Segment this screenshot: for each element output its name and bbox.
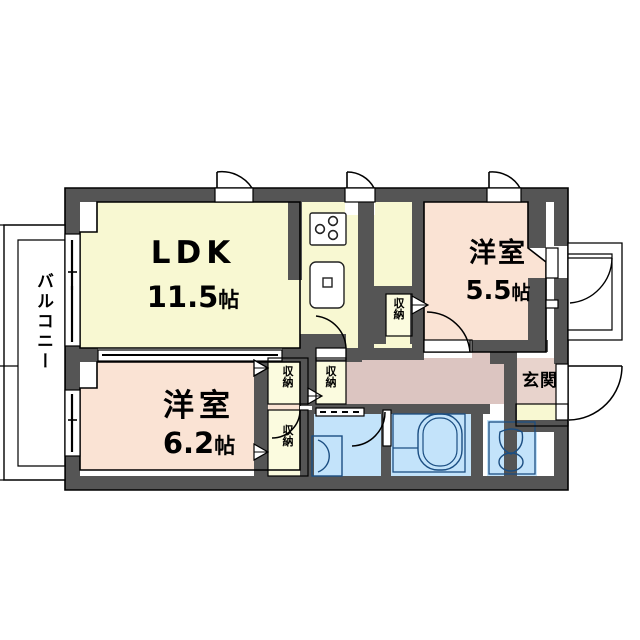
balcony-label: バルコニー [33,272,53,372]
window-bedroom-east [545,247,559,309]
stove-3-burner-icon [309,212,347,246]
wall-genkan-left [504,352,517,478]
wall-hall-top [346,348,424,360]
wall-closetn-left [374,286,386,344]
doors [214,170,623,447]
bedroom-east-size-value: 5.5 [465,276,512,306]
window-bedroom-west [64,389,81,457]
wall-closetn-top [374,286,414,294]
bathtub-icon [392,413,466,473]
door-bathroom [351,409,392,447]
wall-kitchen-left [288,202,302,280]
wash-basin-icon [311,435,343,477]
wall-left-upper [65,188,80,234]
wall-bedroome-east-top [528,202,546,248]
closet-north-fill [384,292,412,336]
wall-right-mid [554,278,568,352]
ldk-room-name: LDK [150,235,236,271]
door-bedroom-east-north [486,171,522,203]
ldk-size-value: 11.5 [146,280,219,314]
bedroom-west-room-size: 6.2帖 [106,428,292,458]
balcony-inner-line [17,239,66,467]
fixtures [309,212,536,477]
kitchen-sink-icon [309,261,345,309]
window-ldk-west [64,233,81,347]
detail-lines [267,293,569,477]
bedroom-west-size-value: 6.2 [162,426,215,460]
wall-kitchen-right [358,202,374,348]
wall-bath-left [300,404,312,476]
wall-genkan-right [554,352,568,364]
wall-hall-right [490,352,504,364]
balcony-outline [3,224,66,481]
balcony-east [567,242,623,341]
door-hall-bedroom-east [423,311,473,353]
wall-bedroome-west [412,202,424,352]
walls [65,188,568,490]
genkan-label: 玄関 [522,371,558,391]
door-entrance [555,363,623,421]
door-bedroom-east-balcony-arc [569,257,613,304]
wall-bottom [65,476,568,490]
toilet-icon [488,421,536,475]
ldk-size-unit: 帖 [218,288,240,312]
bedroom-east-room-size: 5.5帖 [440,276,556,306]
balcony [0,224,66,481]
wall-right-upper [554,188,568,246]
bedroom-west-fill [80,362,300,470]
ldk-fill [80,202,300,348]
door-kitchen-north [344,171,376,203]
closet-north-label: 収納 [393,297,405,321]
wall-bath-top [300,404,490,414]
bedroom-west-outline [79,361,301,471]
closet-doors [253,294,430,462]
door-bedroom-west-east [271,406,312,439]
closet-center-b-label: 収納 [325,365,337,389]
windows [64,233,559,457]
wall-right-lower [554,420,568,490]
wall-bedroome-east-bot [528,278,546,352]
ldk-room-size: 11.5帖 [100,282,286,312]
wall-closet-mid [308,358,316,404]
door-hall-ldk [315,315,347,361]
bedroom-east-room-name: 洋室 [469,238,527,269]
bedroom-west-size-unit: 帖 [214,434,236,458]
ldk-outline [79,201,301,349]
door-ldk-north [214,170,254,203]
wall-ldk-south [80,348,98,362]
wall-left-lower [65,455,80,490]
closet-center-a-label: 収納 [282,365,294,389]
bedroom-east-size-unit: 帖 [511,282,531,304]
wall-bath-div-2 [471,404,483,476]
washing-machine-space-icon [315,407,365,417]
wall-left-mid [65,345,80,390]
wall-top [65,188,568,202]
bedroom-east-fill [424,202,546,352]
wall-kitchen-counter [300,334,346,348]
bedroom-west-room-name: 洋室 [163,388,235,424]
closet-south-label: 収納 [282,424,294,448]
window-ldk-south [97,349,283,362]
